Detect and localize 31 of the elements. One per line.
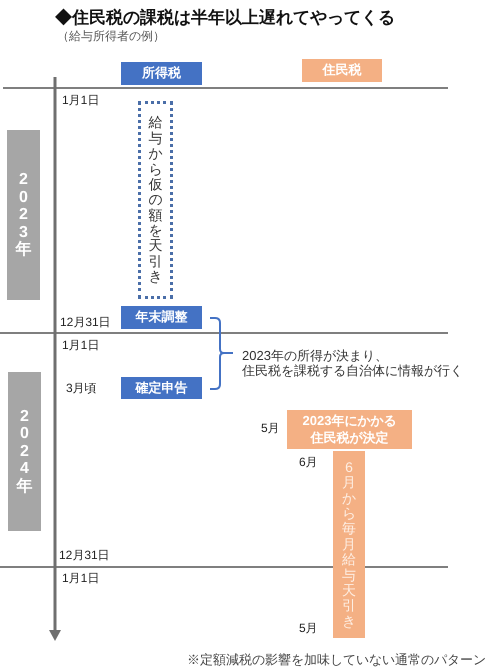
date-label: 12月31日 [60, 315, 111, 330]
dotted-process-box [138, 101, 173, 299]
date-label: 5月 [261, 421, 280, 436]
process-box [121, 306, 202, 329]
year-label: 2024年 [16, 408, 32, 496]
column-header [302, 59, 382, 82]
date-label: 5月 [299, 621, 318, 636]
note-text: 2023年の所得が決まり、住民税を課税する自治体に情報が行く [242, 348, 464, 379]
period-bar [333, 451, 365, 638]
bar-label: 6月から毎月給与天引き [342, 460, 356, 630]
subtitle: （給与所得者の例） [57, 29, 165, 44]
header-label: 住民税 [322, 62, 362, 79]
column-header [121, 62, 202, 85]
box-label: 給与から仮の額を天引き [148, 115, 162, 285]
title: ◆住民税の課税は半年以上遅れてやってくる [55, 8, 395, 28]
date-label: 1月1日 [62, 93, 100, 108]
header-label: 所得税 [142, 65, 181, 82]
process-box [121, 377, 202, 399]
year-band [8, 372, 41, 531]
date-label: 3月頃 [66, 381, 97, 396]
date-label: 6月 [299, 455, 318, 470]
box-label: 確定申告 [136, 380, 188, 396]
process-box [287, 410, 412, 449]
year-band [7, 130, 40, 300]
year-label: 2023年 [16, 171, 32, 259]
box-label: 2023年にかかる住民税が決定 [302, 412, 398, 446]
box-label: 年末調整 [136, 309, 188, 326]
date-label: 12月31日 [59, 548, 110, 562]
date-label: 1月1日 [62, 571, 100, 586]
date-label: 1月1日 [62, 338, 100, 352]
footnote: ※定額減税の影響を加味していない通常のパターン [187, 652, 486, 668]
